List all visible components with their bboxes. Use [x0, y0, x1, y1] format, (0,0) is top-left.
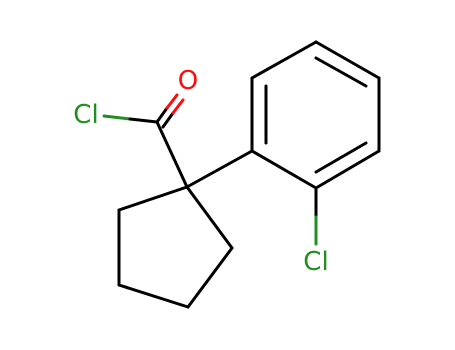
- bond-benzene-3-inner: [314, 56, 368, 88]
- bond-ring-5: [117, 185, 189, 212]
- bond-benzene-6: [250, 149, 318, 190]
- bond-acyl-quaternary: [155, 120, 189, 189]
- bond-ring-3: [117, 283, 190, 309]
- bond-carbonyl-b-red: [171, 98, 185, 115]
- bond-ring-1: [185, 185, 234, 250]
- bond-benzene-2: [250, 40, 318, 80]
- bond-benzene-5: [314, 149, 381, 190]
- acyl-chlorine-label: Cl: [73, 100, 98, 130]
- bond-ring-2: [186, 246, 234, 309]
- bond-benzene-3: [314, 40, 381, 80]
- bond-acyl-cl-black-half: [128, 117, 159, 124]
- atom-label-group: Cl O Cl: [73, 66, 328, 277]
- bond-carbonyl-a-red: [165, 93, 179, 110]
- carbonyl-oxygen-label: O: [178, 66, 198, 96]
- bond-quaternary-aryl: [185, 149, 254, 189]
- bond-benzene-5-inner: [314, 141, 368, 174]
- bond-acyl-cl-green-half: [102, 114, 132, 121]
- bond-carbonyl-b-black: [161, 111, 175, 129]
- bond-carbonyl-a-black: [155, 106, 169, 124]
- bond-group: [102, 40, 381, 309]
- ring-chlorine-label: Cl: [303, 247, 328, 277]
